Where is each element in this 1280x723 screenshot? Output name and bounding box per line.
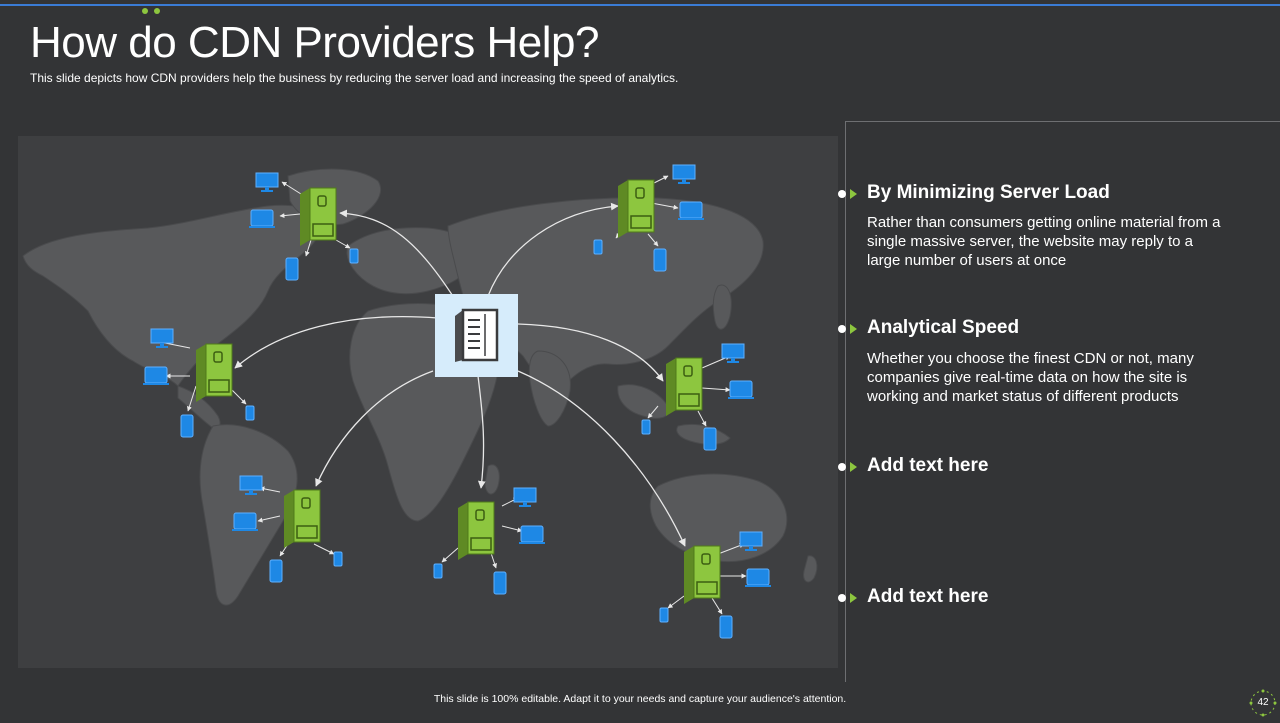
phone-icon: [593, 239, 603, 255]
distribution-arrows: [234, 202, 686, 547]
edge-server-icon: [665, 357, 703, 417]
laptop-icon: [677, 201, 705, 221]
slide-subtitle: This slide depicts how CDN providers hel…: [30, 71, 679, 85]
monitor-icon: [721, 343, 745, 364]
top-accent-line: [0, 4, 1280, 6]
gear-ring-icon: [1249, 689, 1277, 717]
bullet-icon: [838, 461, 860, 473]
phone-icon: [180, 414, 194, 438]
edge-server-icon: [617, 179, 655, 239]
edge-server-icon: [457, 501, 495, 561]
slide-title: How do CDN Providers Help?: [30, 18, 600, 67]
page-number: 42: [1257, 697, 1269, 708]
laptop-icon: [231, 512, 259, 532]
top-accent-dots: [142, 1, 166, 19]
edge-server-icon: [283, 489, 321, 549]
monitor-icon: [513, 487, 537, 508]
bullet-icon: [838, 592, 860, 604]
phone-icon: [493, 571, 507, 595]
edge-server-icon: [299, 187, 337, 247]
bullet-icon: [838, 188, 860, 200]
phone-icon: [433, 563, 443, 579]
point-heading: Analytical Speed: [867, 317, 1020, 338]
phone-icon: [349, 248, 359, 264]
bullet-icon: [838, 323, 860, 335]
phone-icon: [703, 427, 717, 451]
phone-icon: [653, 248, 667, 272]
laptop-icon: [248, 209, 276, 229]
laptop-icon: [142, 366, 170, 386]
point-heading: Add text here: [867, 586, 989, 607]
phone-icon: [285, 257, 299, 281]
laptop-icon: [518, 525, 546, 545]
cdn-network-svg: [22, 164, 818, 639]
point-body: Rather than consumers getting online mat…: [867, 214, 1221, 269]
phone-icon: [269, 559, 283, 583]
origin-server-icon: [435, 294, 518, 377]
point-body: Whether you choose the finest CDN or not…: [867, 350, 1194, 405]
laptop-icon: [727, 380, 755, 400]
point-heading: Add text here: [867, 455, 989, 476]
footer-note: This slide is 100% editable. Adapt it to…: [433, 693, 847, 705]
monitor-icon: [672, 164, 696, 185]
monitor-icon: [255, 172, 279, 193]
edge-server-icon: [195, 343, 233, 403]
phone-icon: [245, 405, 255, 421]
edge-server-icon: [683, 545, 721, 605]
cdn-map-diagram: [18, 136, 838, 668]
point-heading: By Minimizing Server Load: [867, 182, 1110, 203]
phone-icon: [719, 615, 733, 639]
laptop-icon: [744, 568, 772, 588]
edge-cluster-south-africa: [433, 487, 546, 595]
points-panel: [845, 121, 1280, 682]
phone-icon: [333, 551, 343, 567]
page-number-badge: 42: [1248, 688, 1278, 718]
phone-icon: [659, 607, 669, 623]
phone-icon: [641, 419, 651, 435]
